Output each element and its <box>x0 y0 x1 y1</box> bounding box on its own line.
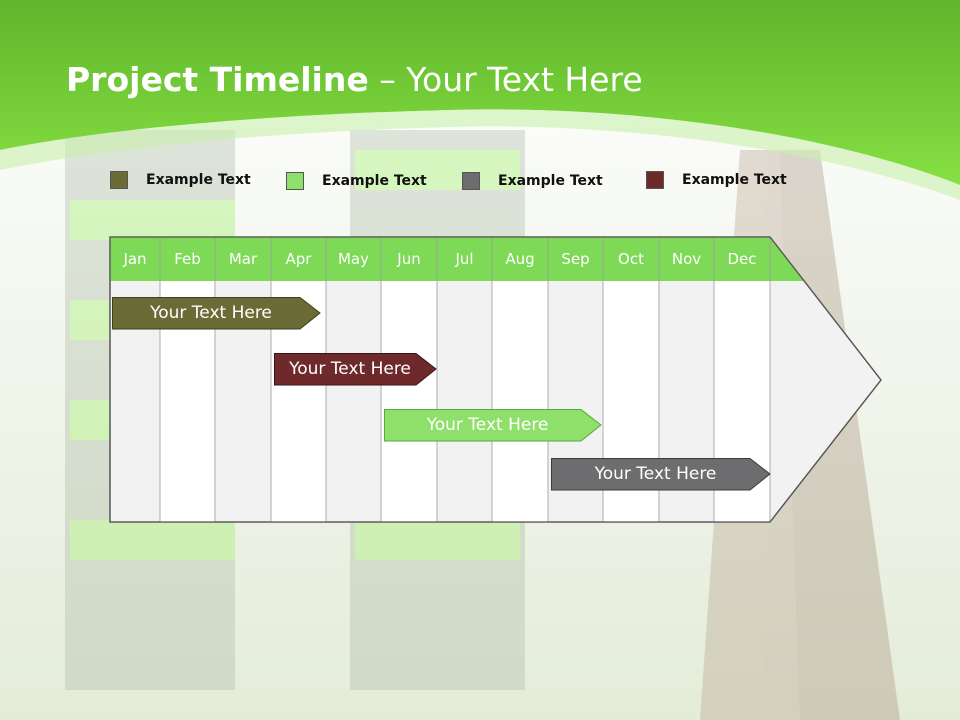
month-sep: Sep <box>561 250 590 268</box>
month-header-band <box>110 237 804 281</box>
task-label: Your Text Here <box>289 359 411 379</box>
month-feb: Feb <box>174 250 201 268</box>
month-oct: Oct <box>618 250 644 268</box>
legend-swatch <box>286 172 304 190</box>
month-aug: Aug <box>505 250 535 268</box>
month-jan: Jan <box>123 250 147 268</box>
task-arrow-3[interactable]: Your Text Here <box>384 409 602 442</box>
month-jun: Jun <box>397 250 421 268</box>
month-mar: Mar <box>228 250 258 268</box>
legend-label: Example Text <box>498 173 603 189</box>
task-label: Your Text Here <box>150 303 272 323</box>
month-dec: Dec <box>727 250 757 268</box>
legend-label: Example Text <box>682 172 787 188</box>
column-stripe <box>492 281 548 522</box>
task-arrow-2[interactable]: Your Text Here <box>274 353 437 386</box>
legend-swatch <box>646 171 664 189</box>
legend-label: Example Text <box>322 173 427 189</box>
title-subtitle: – Your Text Here <box>368 60 643 99</box>
month-may: May <box>337 250 369 268</box>
task-arrow-1[interactable]: Your Text Here <box>112 297 321 330</box>
month-apr: Apr <box>285 250 312 268</box>
task-label: Your Text Here <box>594 464 717 484</box>
legend-swatch <box>462 172 480 190</box>
title-bold: Project Timeline <box>66 60 369 99</box>
task-arrow-4[interactable]: Your Text Here <box>551 458 771 491</box>
month-jul: Jul <box>455 250 474 268</box>
task-label: Your Text Here <box>426 415 549 435</box>
column-stripe <box>381 281 437 522</box>
slide-title: Project Timeline – Your Text Here <box>66 60 643 99</box>
month-nov: Nov <box>671 250 702 268</box>
legend-label: Example Text <box>146 172 251 188</box>
legend-swatch <box>110 171 128 189</box>
